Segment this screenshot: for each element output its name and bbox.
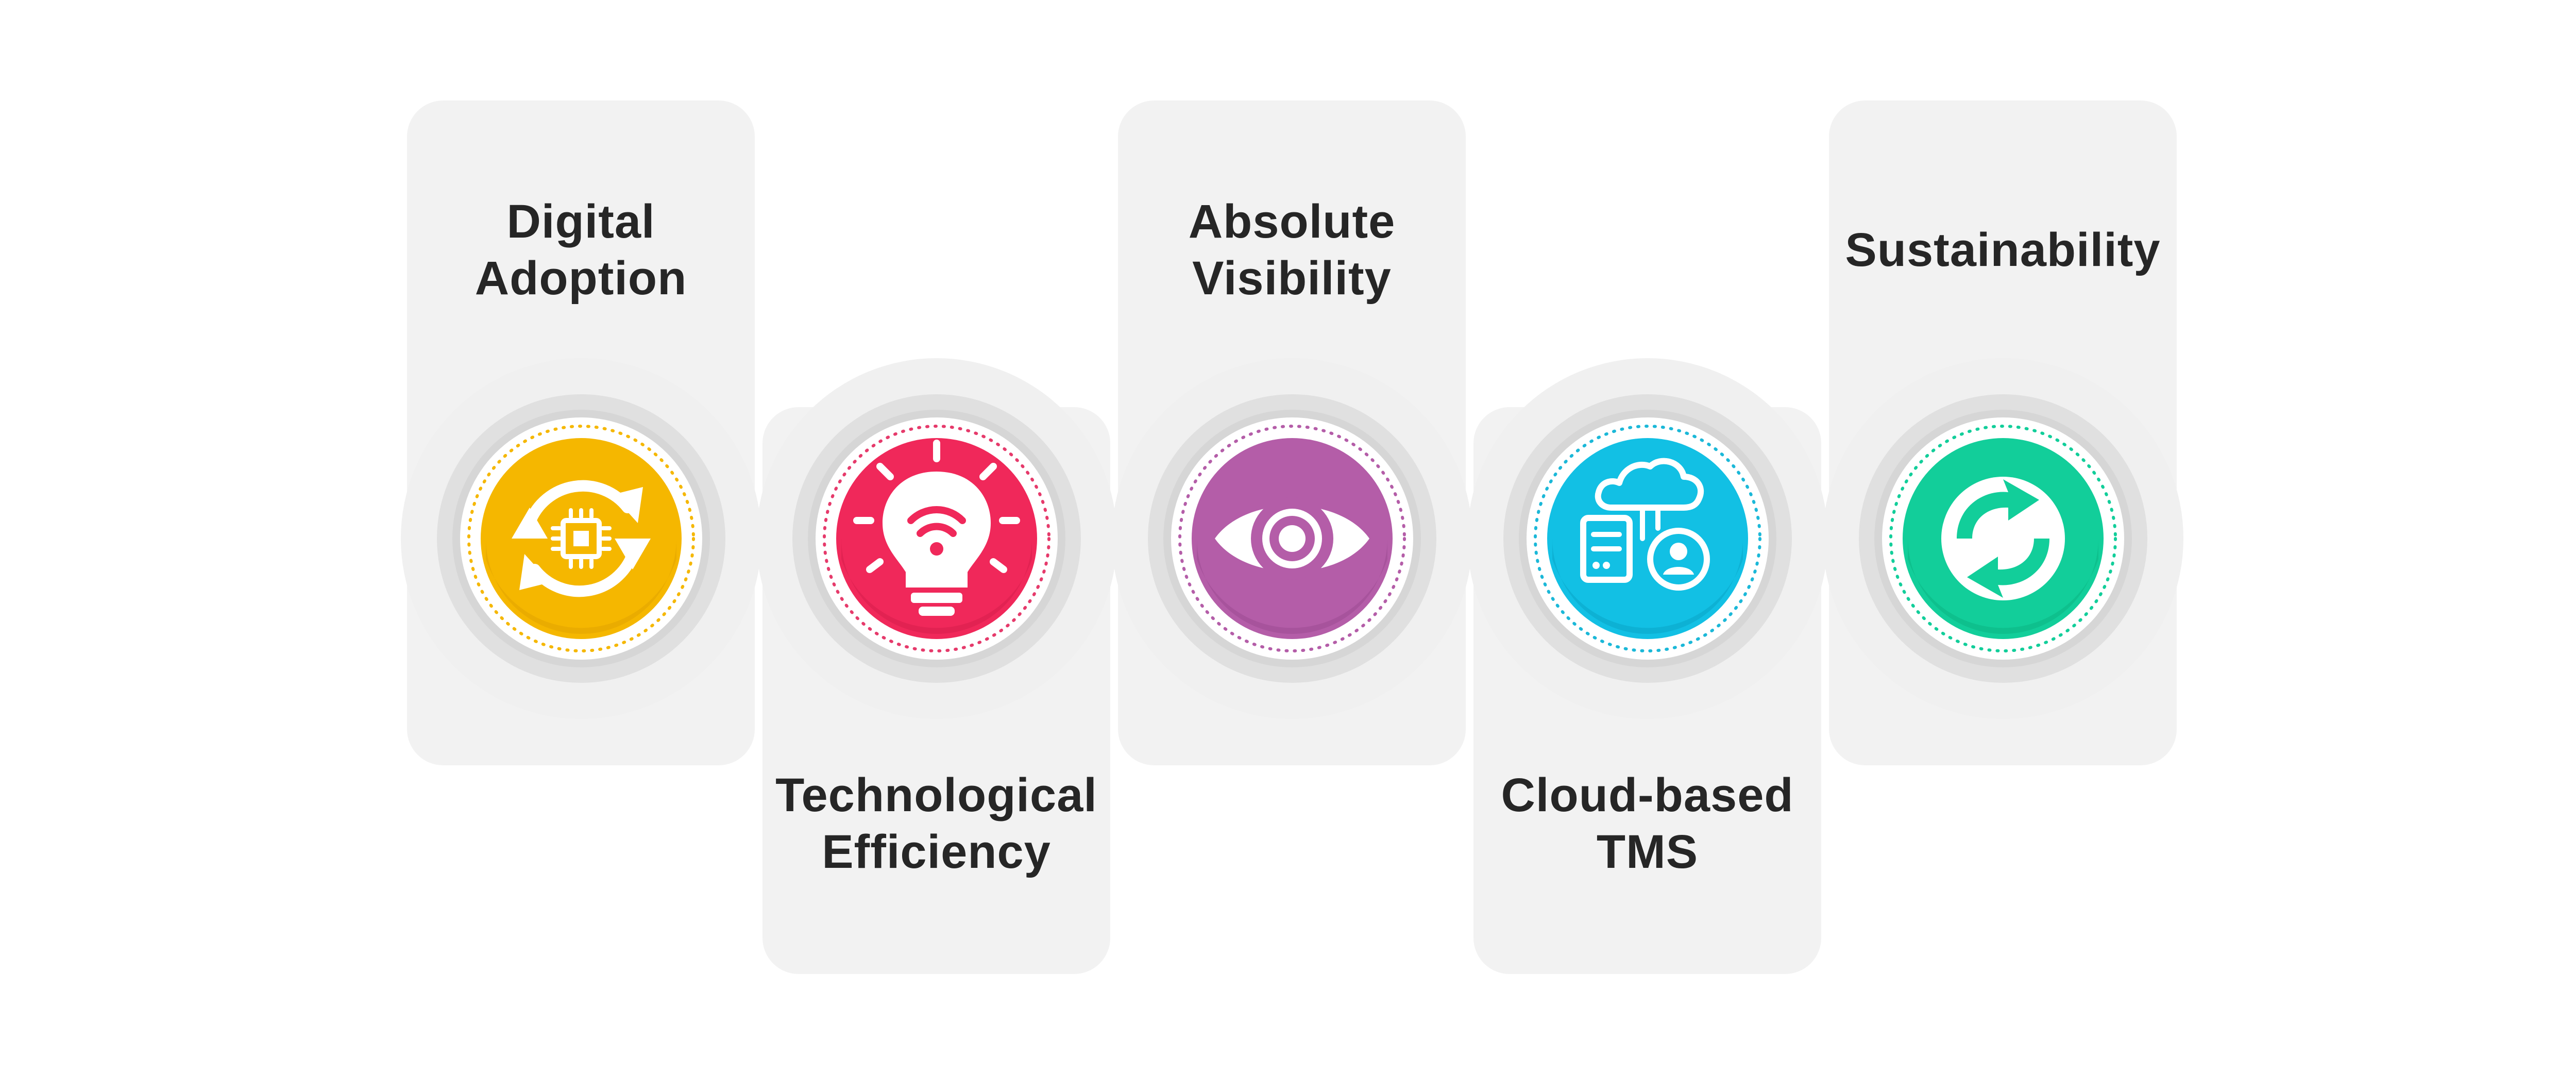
step-label-line1: Absolute bbox=[1188, 195, 1396, 248]
step-icon-digital-adoption bbox=[427, 384, 736, 693]
step-label-cloud-based-tms: Cloud-based TMS bbox=[1473, 767, 1821, 880]
step-label-technological-efficiency: Technological Efficiency bbox=[762, 767, 1110, 880]
step-icon-absolute-visibility bbox=[1138, 384, 1447, 693]
step-icon-cloud-based-tms bbox=[1493, 384, 1802, 693]
step-label-line1: Technological bbox=[775, 769, 1097, 821]
step-label-line2: Visibility bbox=[1192, 252, 1392, 305]
step-icon-sustainability bbox=[1849, 384, 2158, 693]
eye-icon bbox=[1215, 497, 1369, 580]
step-label-line1: Sustainability bbox=[1845, 224, 2161, 276]
step-label-line2: Adoption bbox=[474, 252, 687, 305]
recycle-arrows-icon bbox=[1941, 477, 2065, 600]
step-label-digital-adoption: Digital Adoption bbox=[407, 193, 755, 307]
step-label-line2: Efficiency bbox=[822, 826, 1051, 878]
cloud-server-user-icon bbox=[1580, 458, 1710, 591]
step-icon-technological-efficiency bbox=[782, 384, 1091, 693]
lightbulb-wifi-icon bbox=[853, 440, 1020, 616]
step-label-line1: Cloud-based bbox=[1501, 769, 1794, 821]
step-label-sustainability: Sustainability bbox=[1829, 222, 2177, 278]
step-label-line1: Digital bbox=[506, 195, 655, 248]
step-label-line2: TMS bbox=[1596, 826, 1699, 878]
step-label-absolute-visibility: Absolute Visibility bbox=[1118, 193, 1466, 307]
